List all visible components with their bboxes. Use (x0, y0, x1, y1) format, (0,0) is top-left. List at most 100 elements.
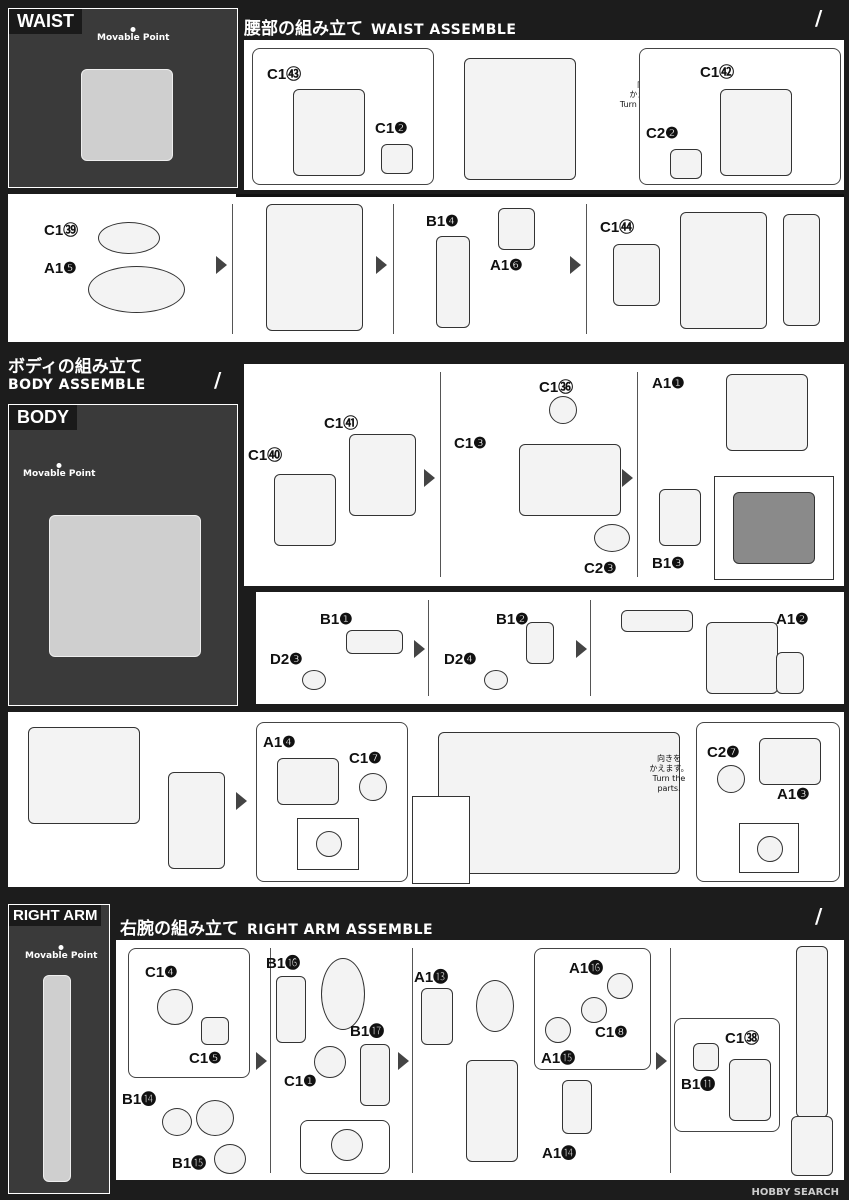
waist-step-left: C1㊸ C1❷ (252, 48, 434, 185)
arm-part-hex (201, 1017, 229, 1045)
arm-part-wrist-a (607, 973, 633, 999)
waist-label-b1-4: B1❹ (426, 213, 459, 230)
waist-header-jp: 腰部の組み立て (244, 19, 363, 39)
arm-header-jp: 右腕の組み立て (120, 919, 239, 939)
chevron-right-icon (424, 469, 435, 487)
body-label-a1-4: A1❹ (263, 734, 296, 751)
body-label-c1-36: C1㊱ (539, 379, 574, 396)
arm-part-ball-joint (314, 1046, 346, 1078)
body-part-tube-3 (621, 610, 693, 632)
arm-label-b1-15: B1⓯ (172, 1155, 207, 1172)
body-label-b1-2: B1❷ (496, 611, 529, 628)
arm-step-hand: C1❹ C1❺ (128, 948, 250, 1078)
body-label-c2-7: C2❼ (707, 744, 740, 761)
body-panel-1: C1㊵ C1㊶ C1㊱ C1❸ C2❸ A1❶ B1❸ (244, 364, 844, 586)
arm-step-palm: C1㊳ B1⓫ (674, 1018, 780, 1132)
body-step-head: A1❹ C1❼ (256, 722, 408, 882)
waist-step-sep-2 (393, 204, 394, 334)
waist-part-joint (381, 144, 413, 174)
arm-part-hand (729, 1059, 771, 1121)
arm-part-upper (276, 976, 306, 1043)
arm-part-wrist-b (581, 997, 607, 1023)
arm-part-complete (796, 946, 828, 1118)
body-label-a1-1: A1❶ (652, 375, 685, 392)
body-label-a1-3: A1❸ (777, 786, 810, 803)
arm-part-elbow (162, 1108, 192, 1136)
body-part-cap-1 (302, 670, 326, 690)
body-header-slash: / (214, 368, 222, 392)
chevron-right-icon (398, 1052, 409, 1070)
body-preview-part (49, 515, 201, 657)
chevron-right-icon (414, 640, 425, 658)
waist-step-right: C1㊷ C2❷ (639, 48, 841, 185)
waist-part-joint-right (670, 149, 702, 179)
body-detail-inset (714, 476, 834, 580)
body-part-cap-2 (484, 670, 508, 690)
waist-part-frame (293, 89, 365, 176)
arm-preview-part (43, 975, 71, 1182)
body-turn-jp-2: かえます。 (649, 764, 689, 773)
body-panel-3: A1❹ C1❼ 向きを かえます。 Turn the parts. C2❼ A1… (8, 712, 844, 887)
arm-label-b1-16: B1⓰ (266, 955, 301, 972)
body-inset-ball-part (316, 831, 342, 857)
body-inset-ball-2 (739, 823, 799, 873)
waist-part-frame-right (720, 89, 792, 176)
body-part-torso-2 (706, 622, 778, 694)
body-label-b1-1: B1❶ (320, 611, 353, 628)
body-inset-ball-part-2 (757, 836, 783, 862)
body-step-sep-2 (637, 372, 638, 577)
arm-step-sep-3 (670, 948, 671, 1173)
arm-step-sep-1 (270, 948, 271, 1173)
body-movable-point: Movable Point (23, 469, 96, 479)
arm-label-c1-5: C1❺ (189, 1050, 222, 1067)
arm-step-sep-2 (412, 948, 413, 1173)
arm-label-b1-11: B1⓫ (681, 1076, 716, 1093)
waist-part-armor-right (783, 214, 820, 326)
waist-label-c1-2: C1❷ (375, 120, 408, 137)
arm-part-cover (360, 1044, 390, 1106)
waist-part-ring (98, 222, 160, 254)
waist-side-title: WAIST (9, 9, 82, 34)
waist-part-armor (436, 236, 470, 328)
body-part-ball-1 (359, 773, 387, 801)
footer-watermark: HOBBY SEARCH (751, 1187, 839, 1198)
body-part-ball-2 (717, 765, 745, 793)
arm-part-armor (562, 1080, 592, 1134)
waist-preview-part (81, 69, 173, 161)
arm-part-complete-hand (791, 1116, 833, 1176)
body-part-frame-a (274, 474, 336, 546)
arm-label-a1-13: A1⓭ (414, 969, 449, 986)
arm-movable-panel: RIGHT ARM Movable Point (8, 904, 110, 1194)
body-part-head-joint (549, 396, 577, 424)
waist-part-clip (498, 208, 535, 250)
waist-header-slash: / (815, 6, 823, 30)
arm-label-c1-38: C1㊳ (725, 1030, 760, 1047)
waist-part-base (88, 266, 185, 313)
chevron-right-icon (236, 792, 247, 810)
arm-part-forearm-joint (476, 980, 514, 1032)
arm-detail-inset (300, 1120, 390, 1174)
body-step-sep-4 (590, 600, 591, 696)
arm-part-shoulder (321, 958, 365, 1030)
body-part-full-left (28, 727, 140, 824)
body-header-en: BODY ASSEMBLE (8, 377, 146, 393)
body-panel-2: B1❶ D2❸ B1❷ D2❹ A1❷ (256, 592, 844, 704)
arm-inset-part (331, 1129, 363, 1161)
arm-movable-point: Movable Point (25, 951, 98, 961)
body-label-c1-41: C1㊶ (324, 415, 359, 432)
waist-divider (236, 194, 844, 197)
body-inset-part (733, 492, 815, 564)
body-side-title: BODY (9, 405, 78, 430)
body-label-c1-7: C1❼ (349, 750, 382, 767)
body-step-sep-3 (428, 600, 429, 696)
arm-label-a1-16: A1⓰ (569, 960, 604, 977)
waist-label-c1-43: C1㊸ (267, 66, 302, 83)
body-label-c2-3: C2❸ (584, 560, 617, 577)
arm-part-palm-plate (693, 1043, 719, 1071)
waist-step-sep-3 (586, 204, 587, 334)
arm-header-en: RIGHT ARM ASSEMBLE (247, 922, 434, 938)
waist-header-en: WAIST ASSEMBLE (371, 22, 517, 38)
chevron-right-icon (256, 1052, 267, 1070)
body-part-tube-2 (526, 622, 554, 664)
body-part-neck (277, 758, 339, 805)
